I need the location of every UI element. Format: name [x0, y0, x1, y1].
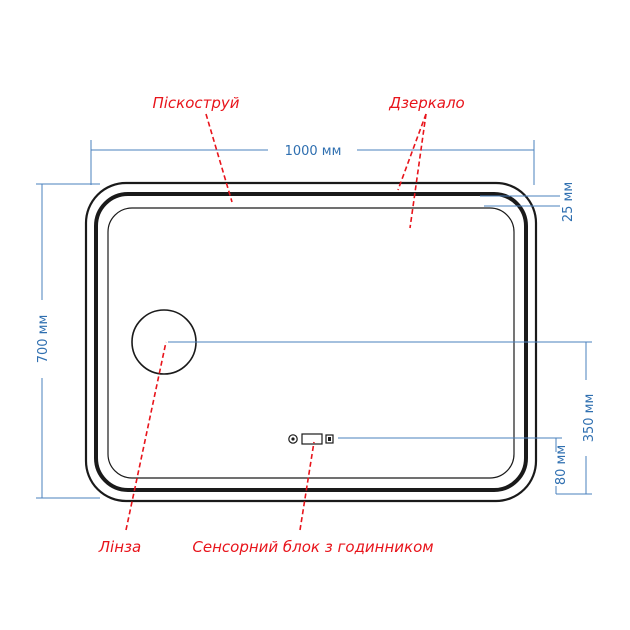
- clock-display-icon: [301, 433, 323, 445]
- light-icon: [325, 434, 334, 444]
- height-dimension: 700 мм: [36, 183, 100, 499]
- height-dimension-label: 700 мм: [36, 315, 51, 364]
- mirror-leader-a: [397, 113, 427, 191]
- touch-height-dimension: 80 мм: [338, 437, 569, 494]
- mirror-leader-b: [409, 113, 427, 229]
- touch-height-label: 80 мм: [554, 445, 569, 485]
- power-icon: [288, 434, 298, 444]
- band-offset-label: 25 мм: [561, 182, 576, 222]
- sandblast-leader: [205, 113, 233, 203]
- lens-leader: [125, 341, 167, 531]
- touch-unit-leader: [299, 441, 315, 531]
- touch-unit: [288, 433, 334, 445]
- lens-height-dimension: 350 мм: [168, 341, 597, 495]
- sandblast-band-inner: [107, 207, 515, 479]
- mirror-label: Дзеркало: [388, 94, 464, 112]
- width-dimension-label: 1000 мм: [285, 144, 342, 159]
- band-offset-dimension: 25 мм: [480, 182, 576, 222]
- width-dimension: 1000 мм: [90, 140, 535, 185]
- lens-height-label: 350 мм: [582, 394, 597, 443]
- touch-unit-label: Сенсорний блок з годинником: [192, 538, 433, 556]
- sandblast-label: Піскоструй: [152, 94, 239, 112]
- lens-label: Лінза: [98, 538, 141, 556]
